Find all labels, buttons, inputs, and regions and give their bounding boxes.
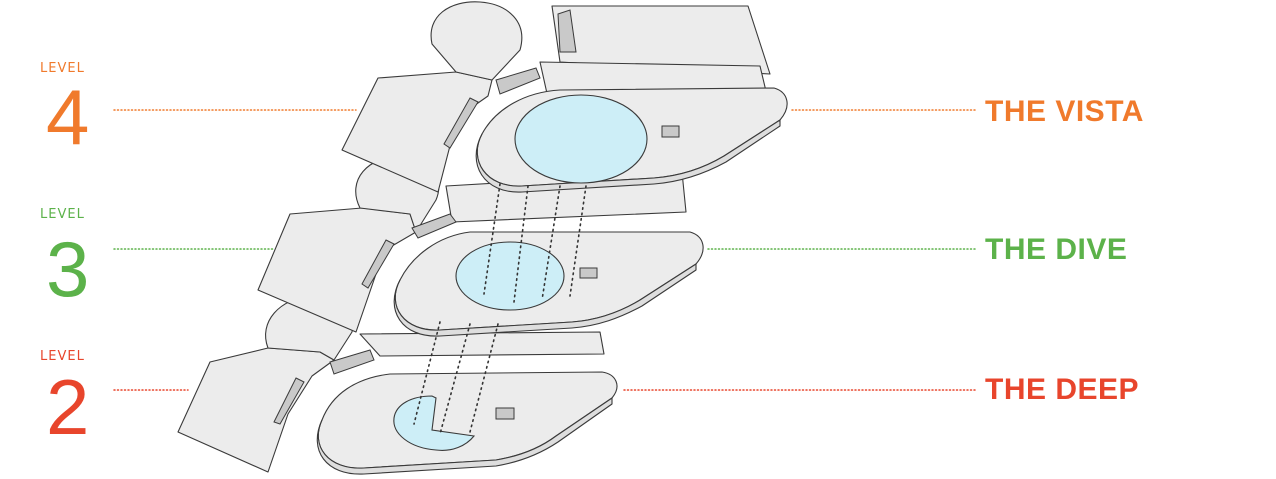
level-4-walkway [495,67,541,95]
drop-line [413,321,441,425]
drop-line [569,185,587,297]
level-3-number: 3 [46,225,89,313]
level-4-platform-edge [475,119,781,193]
level-2-vent [495,407,515,420]
level-2-platform-edge [316,397,613,475]
level-3-word: LEVEL [40,207,85,222]
level-2-left-wing [177,347,335,473]
level-4-round-room [430,1,523,81]
level-4-tower [557,9,577,53]
level-4-pool [514,94,648,184]
level-3-name: THE DIVE [985,233,1127,266]
level-4-word: LEVEL [40,61,85,76]
level-3-vent [579,267,598,279]
level-3-pool [455,241,565,311]
level-2-bench [273,377,305,425]
level-3-bench [361,239,395,289]
level-2-word: LEVEL [40,349,85,364]
level-2-main-platform [317,371,618,469]
level-4-back-block [551,5,771,75]
level-3-platform-edge [393,263,697,337]
drop-line [469,323,499,433]
level-2-floorplan [177,295,618,475]
level-4-floorplan [341,1,788,193]
level-3-walkway [411,213,457,239]
drop-line [483,183,501,295]
drop-line [439,323,471,435]
level-4-bench [443,97,479,149]
level-4-number: 4 [46,73,89,161]
level-4-name: THE VISTA [985,95,1144,128]
level-2-walkway [329,349,375,375]
pool-connector-lines [413,183,587,435]
level-2-number: 2 [46,363,89,451]
level-4-vent [661,125,680,138]
level-2-back-strip [359,331,605,357]
level-2-name: THE DEEP [985,373,1139,406]
